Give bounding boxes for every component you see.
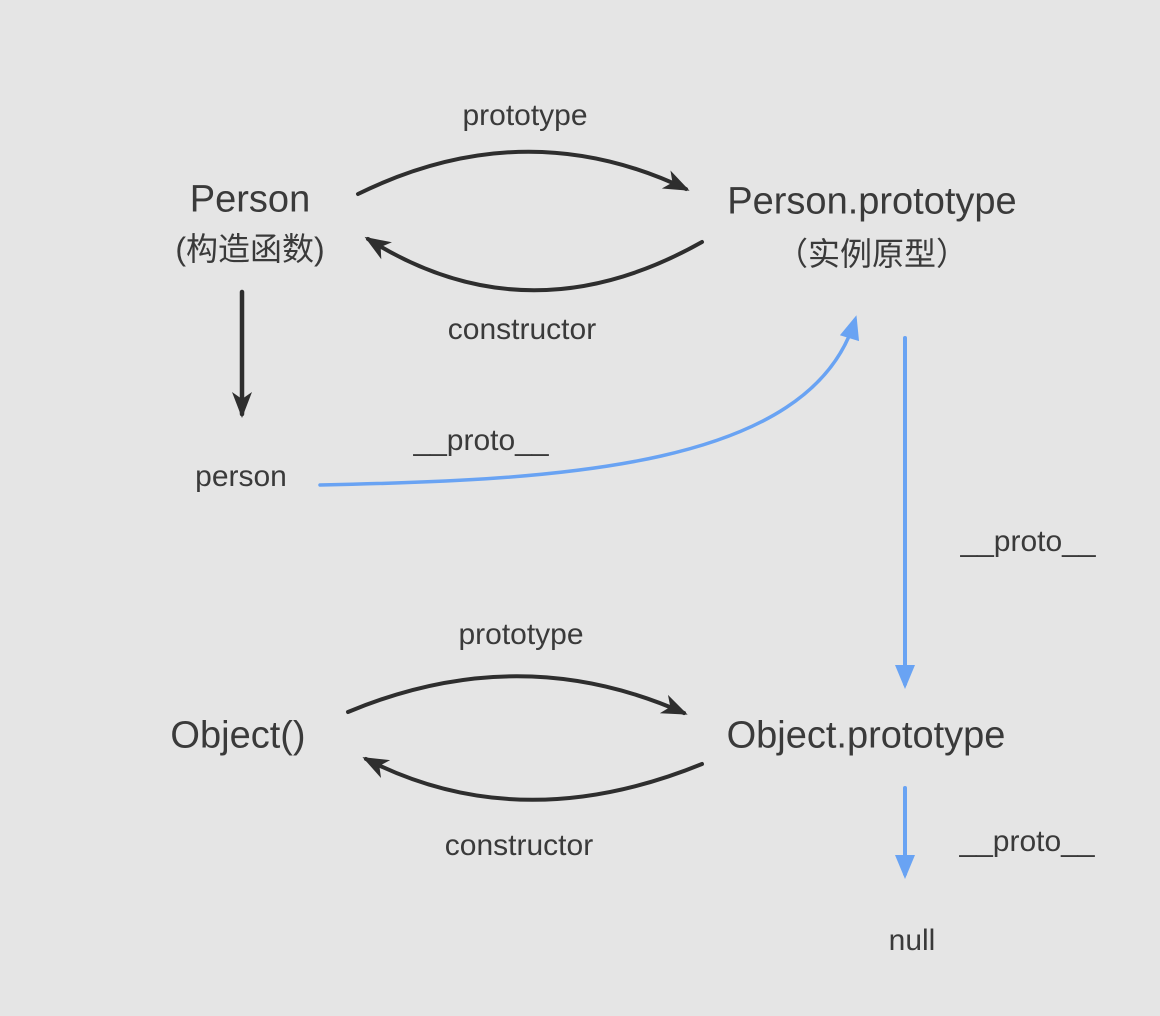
constructor-arrow-person [364, 236, 704, 293]
node-null: null [888, 924, 936, 957]
node-person-prototype-subtitle: （实例原型） [775, 236, 969, 272]
prototype-arrow-object [346, 674, 688, 715]
constructor-arrow-object [362, 757, 704, 802]
node-object-prototype: Object.prototype [726, 714, 1006, 757]
prototype-arrow-person [356, 149, 690, 196]
proto-arrow-person-instance [318, 315, 860, 487]
edge-label-constructor-top: constructor [447, 313, 597, 346]
node-person-title: Person [189, 178, 311, 221]
edge-label-proto-person: __proto__ [413, 424, 549, 457]
edge-label-proto-chain: __proto__ [960, 525, 1096, 558]
edge-label-constructor-bottom: constructor [444, 829, 594, 862]
edge-label-prototype-top: prototype [462, 99, 588, 132]
edge-label-prototype-bottom: prototype [458, 618, 584, 651]
node-person-instance: person [195, 460, 287, 493]
edge-label-proto-null: __proto__ [959, 825, 1095, 858]
node-object-constructor: Object() [170, 714, 306, 757]
node-person-prototype-title: Person.prototype [727, 180, 1017, 223]
node-person-subtitle: (构造函数) [175, 231, 325, 267]
